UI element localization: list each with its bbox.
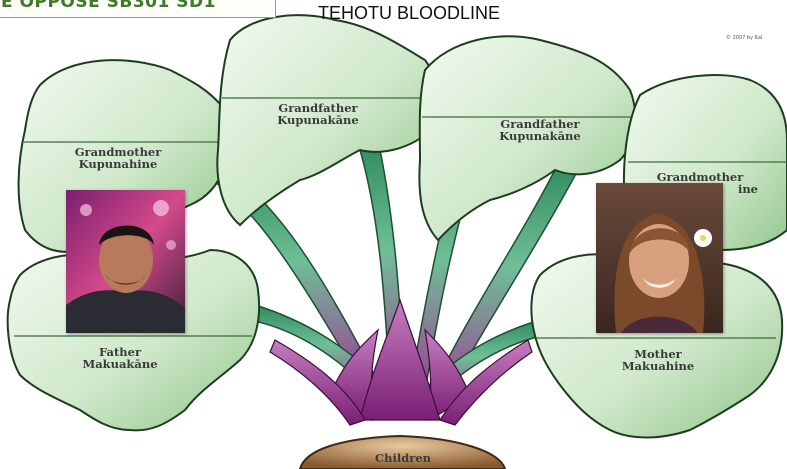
taro-stem-bases [270, 300, 532, 425]
mother-label: Mother Makuahine [598, 348, 718, 372]
grandmother-left-line2: Kupunahine [58, 158, 178, 170]
grandmother-left-label: Grandmother Kupunahine [58, 146, 178, 170]
copyright-notice: © 2007 by Kal [726, 35, 762, 41]
children-label: Children [343, 452, 463, 464]
children-line1: Children [343, 452, 463, 464]
oppose-bill-banner: E OPPOSE SB301 SD1 [0, 0, 276, 18]
grandfather-left-line2: Kupunakāne [258, 114, 378, 126]
grandfather-left-label: Grandfather Kupunakāne [258, 102, 378, 126]
father-line2: Makuakāne [60, 358, 180, 370]
grandfather-right-line2: Kupunakāne [480, 130, 600, 142]
father-label: Father Makuakāne [60, 346, 180, 370]
mother-line2: Makuahine [598, 360, 718, 372]
father-photo [66, 190, 185, 333]
mother-photo [596, 183, 723, 333]
grandfather-right-label: Grandfather Kupunakāne [480, 118, 600, 142]
page-title: TEHOTU BLOODLINE [318, 3, 558, 24]
